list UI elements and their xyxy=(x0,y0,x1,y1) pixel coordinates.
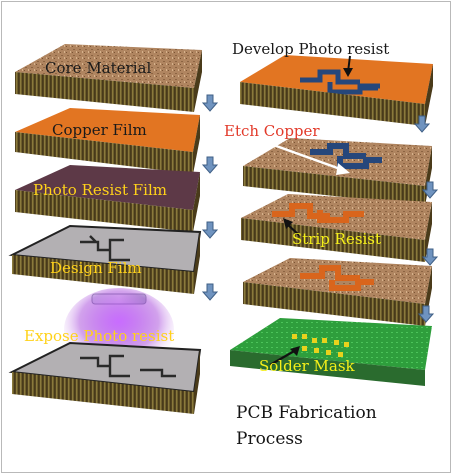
layer-photo-resist-film xyxy=(15,165,200,232)
label-expose-photo-resist: Expose Photo resist xyxy=(24,327,175,345)
layer-developed-resist xyxy=(240,55,433,126)
down-arrow-icon xyxy=(201,283,219,301)
layer-copper-film xyxy=(15,108,200,174)
down-arrow-icon xyxy=(413,115,431,133)
down-arrow-icon xyxy=(417,305,435,323)
label-develop-photo-resist: Develop Photo resist xyxy=(232,40,390,58)
layer-solder-mask xyxy=(230,318,432,386)
label-solder-mask: Solder Mask xyxy=(259,357,355,375)
layer-design-film xyxy=(8,224,202,294)
pointer-solder xyxy=(269,346,300,366)
down-arrow-icon xyxy=(421,181,439,199)
layer-stripped-resist xyxy=(241,194,432,262)
label-etch-copper: Etch Copper xyxy=(224,122,320,140)
caption-line-2: Process xyxy=(236,429,303,449)
layer-exposed-board xyxy=(8,341,202,414)
label-photo-resist-film: Photo Resist Film xyxy=(33,181,167,199)
down-arrow-icon xyxy=(201,221,219,239)
label-core-material: Core Material xyxy=(45,59,152,77)
figure-caption: PCB Fabrication Process xyxy=(236,400,377,452)
label-copper-film: Copper Film xyxy=(52,121,147,139)
label-design-film: Design Film xyxy=(50,259,142,277)
pointer-etch xyxy=(267,141,350,175)
layer-copper-traces xyxy=(243,258,432,326)
down-arrow-icon xyxy=(201,94,219,112)
down-arrow-icon xyxy=(421,248,439,266)
down-arrow-icon xyxy=(201,156,219,174)
layer-core-material xyxy=(15,44,202,112)
pointer-develop xyxy=(343,55,353,77)
label-strip-resist: Strip Resist xyxy=(292,230,382,248)
pointer-strip xyxy=(283,218,301,237)
caption-line-1: PCB Fabrication xyxy=(236,403,377,423)
